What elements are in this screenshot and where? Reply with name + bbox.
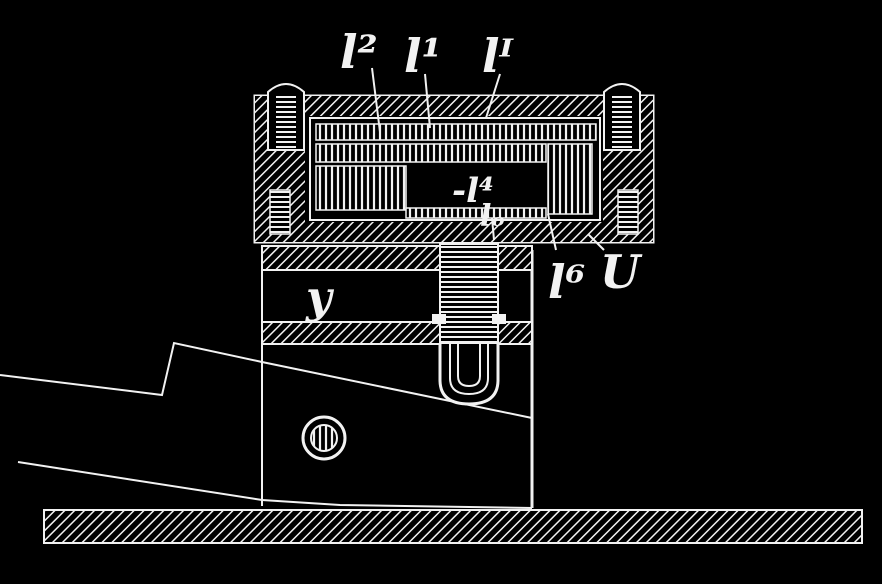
label-l2: l² — [340, 25, 378, 79]
label-lo: lₒ — [480, 199, 505, 234]
label-l6: l⁶ — [548, 255, 586, 309]
upper-casing — [253, 94, 655, 244]
plunger-rod — [432, 243, 506, 406]
pivot-screw — [301, 415, 347, 461]
label-U: U — [600, 245, 643, 299]
corner-screws — [267, 83, 641, 235]
leader-lines — [371, 67, 605, 251]
label-l1: l¹ — [404, 29, 442, 83]
label-y: y — [305, 272, 335, 323]
slanted-rail — [0, 341, 533, 509]
base-plate — [43, 509, 863, 544]
label-l4: -l⁴ — [452, 171, 494, 211]
label-lI: lᴵ — [482, 29, 514, 83]
